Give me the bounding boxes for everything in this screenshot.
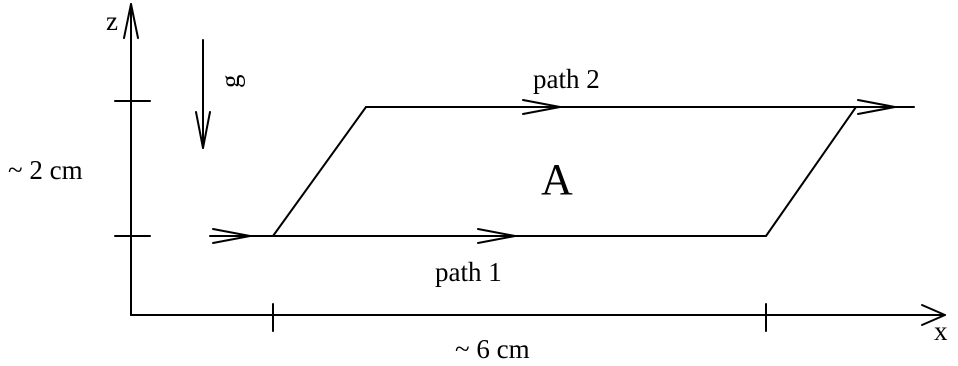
path-1-label: path 1 — [435, 257, 502, 287]
path-2-label: path 2 — [533, 64, 600, 94]
left-slanted-beam — [272, 106, 367, 237]
path-1-mid-arrowhead — [477, 228, 516, 244]
height-dimension-label: ~ 2 cm — [8, 155, 83, 185]
width-dimension-label: ~ 6 cm — [455, 334, 530, 364]
z-axis-arrowhead — [123, 3, 139, 39]
path-2-mid-arrowhead — [522, 99, 561, 115]
gravity-label: g — [215, 74, 245, 89]
path-2-exit-arrowhead — [857, 99, 896, 115]
area-label: A — [541, 155, 573, 204]
z-axis-label: z — [106, 6, 118, 36]
x-axis-arrowhead — [921, 304, 946, 326]
x-axis-label: x — [934, 316, 948, 346]
gravity-arrowhead — [195, 111, 211, 149]
right-slanted-beam — [765, 106, 857, 237]
path-1-entry-arrowhead — [212, 228, 251, 244]
